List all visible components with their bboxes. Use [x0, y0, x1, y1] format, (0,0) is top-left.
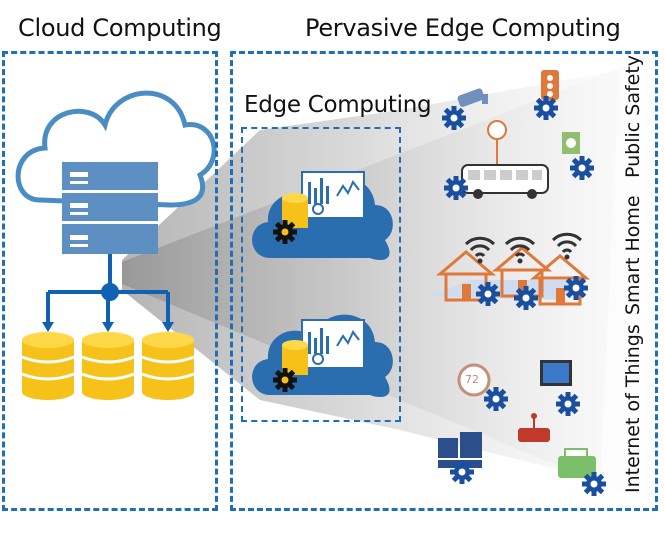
edge-computing-frame	[241, 127, 401, 422]
tablet-icon	[540, 360, 580, 416]
pervasive-edge-computing-title: Pervasive Edge Computing	[305, 14, 621, 42]
server-stack-icon	[62, 162, 158, 254]
surveillance-device-icon	[562, 132, 594, 180]
public-safety-label: Public Safety	[622, 54, 644, 178]
pervasive-edge-frame	[230, 51, 658, 511]
internet-of-things-label: Internet of Things	[622, 324, 644, 493]
traffic-light-icon	[534, 70, 559, 120]
cloud-computing-title: Cloud Computing	[18, 14, 222, 42]
connector-arrows	[42, 322, 174, 332]
router-icon	[518, 413, 550, 442]
security-camera-icon	[442, 88, 488, 130]
bus-icon	[444, 164, 549, 200]
thermostat-icon	[457, 363, 508, 411]
cloud-computing-frame	[2, 51, 218, 511]
connected-locks-icon	[438, 432, 482, 484]
edge-computing-title: Edge Computing	[244, 92, 432, 118]
smart-home-neighborhood-icon	[430, 232, 588, 310]
smart-home-label: Smart Home	[622, 195, 644, 315]
edge-cloud-node-bottom	[252, 314, 393, 398]
edge-cloud-node-top	[252, 171, 393, 261]
connector-hub	[101, 283, 119, 301]
fax-machine-icon	[558, 448, 606, 496]
thermostat-reading: 72	[465, 373, 479, 386]
police-badge-icon	[487, 120, 507, 165]
